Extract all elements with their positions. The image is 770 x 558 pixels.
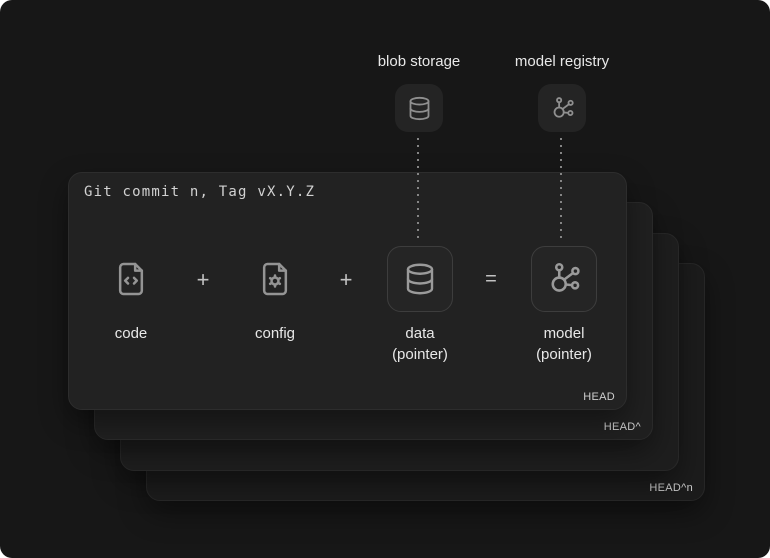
head-n-label: HEAD^n [649,482,693,494]
file-code-icon [111,258,151,300]
head-1-label: HEAD^ [603,421,641,433]
data-label-line2: (pointer) [392,346,448,363]
file-cog-icon [255,258,295,300]
code-label: code [114,325,148,342]
network-icon [545,260,583,298]
model-registry-tile [538,84,586,132]
commit-card-head: Git commit n, Tag vX.Y.Z + [68,172,627,410]
network-icon [549,95,576,122]
data-label: data (pointer) [360,323,480,365]
model-registry-label: model registry [514,53,610,70]
plus-operator: + [196,267,210,292]
blob-storage-label: blob storage [377,53,461,70]
database-icon [402,261,438,297]
commit-title: Git commit n, Tag vX.Y.Z [84,184,316,200]
plus-operator: + [339,267,353,292]
config-label: config [254,325,296,342]
model-pointer-box [531,246,597,312]
data-pointer-box [387,246,453,312]
equals-operator: = [485,268,497,290]
model-label: model (pointer) [504,323,624,365]
blob-storage-connector [417,138,419,243]
data-label-line1: data [405,325,435,342]
blob-storage-tile [395,84,443,132]
model-registry-connector [560,138,562,243]
model-label-line2: (pointer) [536,346,592,363]
database-icon [406,95,433,122]
model-label-line1: model [543,325,585,342]
head-label: HEAD [583,391,615,403]
